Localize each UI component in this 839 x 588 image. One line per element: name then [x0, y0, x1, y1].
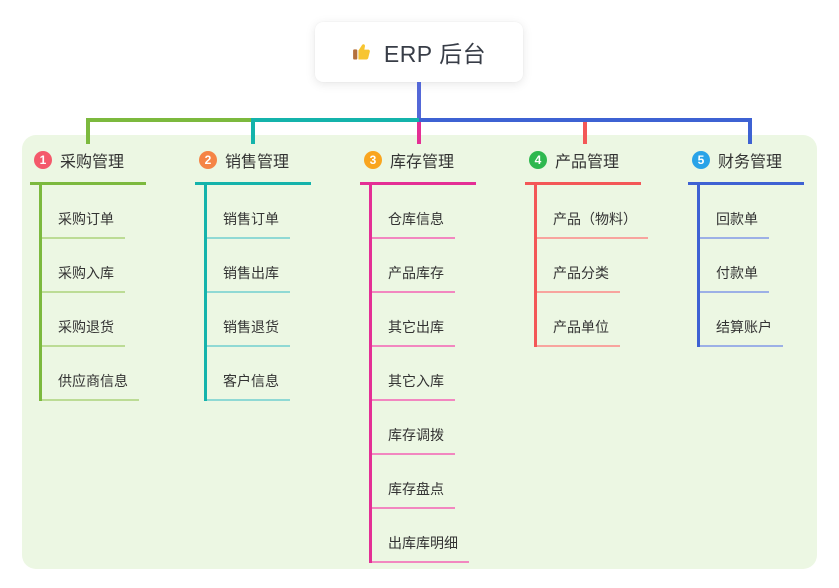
- child-node-label: 其它出库: [388, 319, 444, 335]
- connector-root-stem: [417, 82, 421, 122]
- child-node-label: 客户信息: [223, 373, 279, 389]
- branch-children: 回款单付款单结算账户: [697, 185, 783, 347]
- branch-number-badge: 1: [34, 151, 52, 169]
- branch-label: 库存管理: [390, 154, 455, 171]
- child-node[interactable]: 出库库明细: [372, 509, 469, 563]
- branch-children: 仓库信息产品库存其它出库其它入库库存调拨库存盘点出库库明细: [369, 185, 469, 563]
- child-node-label: 产品单位: [553, 319, 609, 335]
- branch-header[interactable]: 2 销售管理: [195, 148, 311, 185]
- child-node-label: 销售出库: [223, 265, 279, 281]
- child-node[interactable]: 供应商信息: [42, 347, 139, 401]
- branch-children: 产品（物料） 产品分类产品单位: [534, 185, 648, 347]
- branch-header[interactable]: 3 库存管理: [360, 148, 476, 185]
- child-node[interactable]: 其它出库: [372, 293, 455, 347]
- child-node-label: 出库库明细: [388, 535, 458, 551]
- branch-label: 财务管理: [718, 154, 783, 171]
- child-node[interactable]: 回款单: [700, 185, 769, 239]
- child-node-label: 采购入库: [58, 265, 114, 281]
- child-node-label: 销售退货: [223, 319, 279, 335]
- child-node-label: 仓库信息: [388, 211, 444, 227]
- child-node-label: 销售订单: [223, 211, 279, 227]
- child-node[interactable]: 仓库信息: [372, 185, 455, 239]
- child-node[interactable]: 采购入库: [42, 239, 125, 293]
- child-node[interactable]: 销售订单: [207, 185, 290, 239]
- child-node-label: 结算账户: [716, 319, 772, 335]
- branch-number-badge: 2: [199, 151, 217, 169]
- branch-5: 5 财务管理 回款单付款单结算账户: [688, 148, 804, 347]
- child-node[interactable]: 其它入库: [372, 347, 455, 401]
- connector-branch-1-drop: [86, 118, 90, 144]
- child-node-label: 付款单: [716, 265, 758, 281]
- connector-branch-4-drop: [583, 122, 587, 144]
- branch-4: 4 产品管理 产品（物料） 产品分类产品单位: [525, 148, 648, 347]
- child-node-label: 回款单: [716, 211, 758, 227]
- thumbs-up-icon: [352, 41, 374, 63]
- child-node-label: 库存调拨: [388, 427, 444, 443]
- child-node-label: 其它入库: [388, 373, 444, 389]
- branch-1: 1 采购管理 采购订单采购入库采购退货供应商信息: [30, 148, 146, 401]
- branch-label: 产品管理: [555, 154, 620, 171]
- child-node[interactable]: 库存盘点: [372, 455, 455, 509]
- branches-panel: [22, 135, 817, 569]
- child-node[interactable]: 结算账户: [700, 293, 783, 347]
- child-node[interactable]: 产品库存: [372, 239, 455, 293]
- connector-branch-2-drop: [251, 118, 255, 144]
- child-node[interactable]: 产品分类: [537, 239, 620, 293]
- branch-label: 销售管理: [225, 154, 290, 171]
- branch-2: 2 销售管理 销售订单销售出库销售退货客户信息: [195, 148, 311, 401]
- branch-3: 3 库存管理 仓库信息产品库存其它出库其它入库库存调拨库存盘点出库库明细: [360, 148, 476, 563]
- child-node-label: 供应商信息: [58, 373, 128, 389]
- child-node-label: 库存盘点: [388, 481, 444, 497]
- child-node[interactable]: 产品（物料）: [537, 185, 648, 239]
- child-node-label: 采购订单: [58, 211, 114, 227]
- branch-number-badge: 5: [692, 151, 710, 169]
- child-node[interactable]: 产品单位: [537, 293, 620, 347]
- branch-header[interactable]: 5 财务管理: [688, 148, 804, 185]
- child-node[interactable]: 客户信息: [207, 347, 290, 401]
- child-node[interactable]: 采购退货: [42, 293, 125, 347]
- branch-number-badge: 4: [529, 151, 547, 169]
- child-node-label: 产品库存: [388, 265, 444, 281]
- connector-branch-5-drop: [748, 118, 752, 144]
- branch-header[interactable]: 1 采购管理: [30, 148, 146, 185]
- root-node-label: ERP 后台: [383, 41, 487, 67]
- branch-label: 采购管理: [60, 154, 125, 171]
- root-node[interactable]: ERP 后台: [315, 22, 523, 82]
- connector-branch-3-drop: [417, 122, 421, 144]
- child-node-label: 产品分类: [553, 265, 609, 281]
- child-node[interactable]: 付款单: [700, 239, 769, 293]
- child-node[interactable]: 采购订单: [42, 185, 125, 239]
- connector-branch-1-h: [86, 118, 253, 122]
- connector-branch-5-h: [419, 118, 752, 122]
- branch-header[interactable]: 4 产品管理: [525, 148, 641, 185]
- child-node[interactable]: 库存调拨: [372, 401, 455, 455]
- child-node-label: 采购退货: [58, 319, 114, 335]
- branch-children: 采购订单采购入库采购退货供应商信息: [39, 185, 139, 401]
- branch-number-badge: 3: [364, 151, 382, 169]
- branch-children: 销售订单销售出库销售退货客户信息: [204, 185, 290, 401]
- child-node[interactable]: 销售出库: [207, 239, 290, 293]
- connector-branch-2-h: [251, 118, 421, 122]
- child-node[interactable]: 销售退货: [207, 293, 290, 347]
- child-node-label: 产品（物料）: [553, 211, 637, 227]
